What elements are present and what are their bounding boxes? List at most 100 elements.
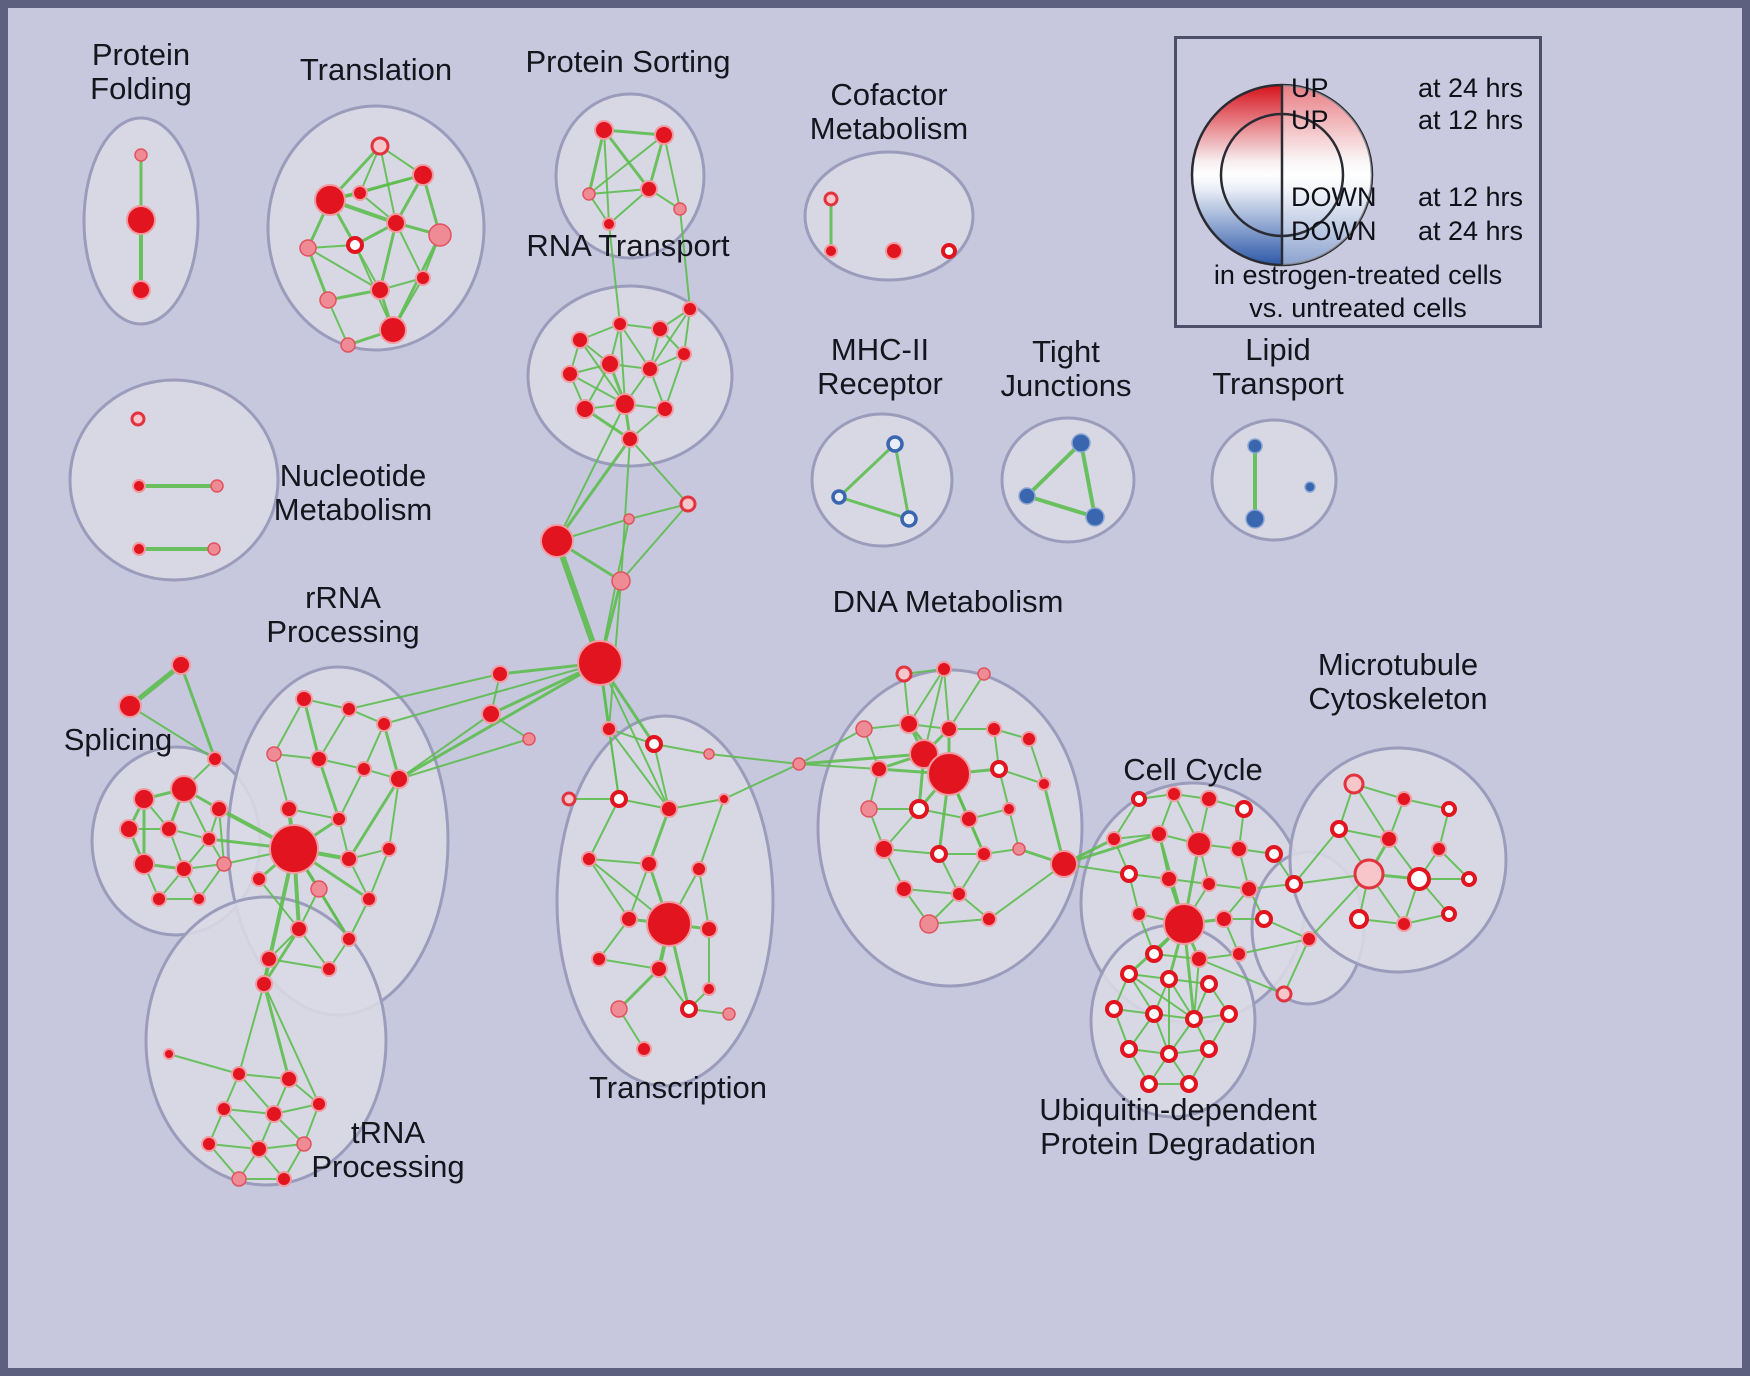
gene-node-24: [885, 242, 903, 260]
network-edge: [317, 757, 341, 821]
gene-node-127: [936, 661, 952, 677]
gene-node-198: [1275, 985, 1293, 1003]
gene-node-14: [340, 337, 356, 353]
gene-node-194: [1396, 916, 1412, 932]
legend-caption: in estrogen-treated cells vs. untreated …: [1177, 259, 1539, 325]
gene-node-97: [216, 1101, 232, 1117]
network-edge: [928, 918, 990, 925]
gene-node-6: [299, 239, 317, 257]
gene-node-182: [1140, 1075, 1158, 1093]
gene-node-75: [341, 701, 357, 717]
gene-node-90: [341, 931, 357, 947]
network-edge: [798, 763, 880, 770]
network-edge: [698, 868, 710, 930]
gene-node-79: [356, 761, 372, 777]
gene-node-31: [600, 354, 620, 374]
network-edge: [398, 738, 530, 780]
network-edge: [262, 982, 291, 1081]
network-edge: [388, 778, 400, 850]
cluster-cofactor-metabolism: [803, 150, 975, 282]
network-edge: [663, 134, 681, 210]
gene-node-87: [310, 880, 328, 898]
gene-node-68: [201, 831, 217, 847]
gene-node-81: [280, 800, 298, 818]
cluster-tight-junctions: [1000, 416, 1136, 544]
gene-node-138: [1037, 777, 1051, 791]
network-edge: [1025, 494, 1097, 519]
network-edge: [893, 442, 911, 521]
network-edge: [363, 723, 385, 770]
gene-node-88: [361, 891, 377, 907]
gene-node-121: [610, 1000, 628, 1018]
network-edge: [664, 353, 685, 410]
network-edge: [628, 863, 650, 920]
gene-node-78: [310, 750, 328, 768]
cluster-label-rrna-processing: rRNA: [305, 580, 381, 615]
legend-row-up-12: UP at 12 hrs: [1291, 105, 1523, 136]
gene-node-105: [601, 721, 617, 737]
network-edge: [338, 768, 365, 820]
gene-node-80: [389, 769, 409, 789]
gene-node-72: [151, 891, 167, 907]
network-edge: [368, 848, 390, 900]
gene-node-69: [133, 853, 155, 875]
gene-node-55: [611, 571, 631, 591]
network-edge: [603, 129, 610, 225]
network-edge: [608, 728, 620, 800]
gene-node-3: [314, 184, 346, 216]
cluster-label-mhc-ii-receptor: Receptor: [817, 366, 943, 401]
gene-node-8: [386, 213, 406, 233]
gene-node-71: [216, 856, 232, 872]
gene-node-4: [370, 136, 390, 156]
gene-node-94: [163, 1048, 175, 1060]
gene-node-135: [909, 739, 939, 769]
gene-node-52: [679, 495, 697, 513]
gene-node-184: [1343, 773, 1365, 795]
network-edge: [837, 495, 911, 521]
gene-node-173: [1160, 970, 1178, 988]
gene-node-116: [646, 901, 692, 947]
gene-node-131: [940, 720, 958, 738]
gene-node-5: [412, 164, 434, 186]
gene-node-129: [855, 720, 873, 738]
gene-node-15: [352, 185, 368, 201]
network-edge: [608, 223, 621, 325]
gene-node-101: [250, 1140, 268, 1158]
gene-node-125: [792, 757, 806, 771]
legend-caption-line2: vs. untreated cells: [1249, 293, 1467, 323]
gene-node-120: [702, 982, 716, 996]
network-edge: [588, 798, 620, 860]
cluster-label-nucleotide-metabolism: Nucleotide: [280, 458, 426, 493]
gene-node-109: [610, 790, 628, 808]
network-edge: [378, 221, 398, 292]
network-edge: [943, 668, 950, 730]
network-edge: [620, 503, 689, 582]
gene-node-61: [118, 694, 142, 718]
gene-node-119: [650, 960, 668, 978]
gene-node-141: [960, 810, 978, 828]
network-edge: [908, 668, 945, 725]
gene-node-48: [1085, 507, 1105, 527]
gene-node-54: [540, 524, 574, 558]
gene-node-146: [1012, 842, 1026, 856]
network-edge: [948, 673, 985, 730]
gene-node-133: [1021, 731, 1037, 747]
gene-node-34: [575, 399, 595, 419]
gene-node-10: [319, 291, 337, 309]
gene-node-152: [1131, 791, 1147, 807]
gene-node-191: [1407, 867, 1431, 891]
gene-node-103: [231, 1171, 247, 1187]
gene-node-143: [874, 839, 894, 859]
network-edge: [238, 983, 265, 1075]
network-edge: [129, 705, 216, 760]
network-edge: [708, 753, 800, 765]
gene-node-168: [1255, 910, 1273, 928]
gene-node-43: [886, 435, 904, 453]
network-edge: [258, 878, 300, 930]
cluster-label-dna-metabolism: DNA Metabolism: [833, 584, 1064, 619]
gene-node-197: [1301, 931, 1317, 947]
gene-node-181: [1200, 1040, 1218, 1058]
gene-node-104: [276, 1171, 292, 1187]
network-edge: [318, 708, 350, 760]
gene-node-25: [941, 243, 957, 259]
